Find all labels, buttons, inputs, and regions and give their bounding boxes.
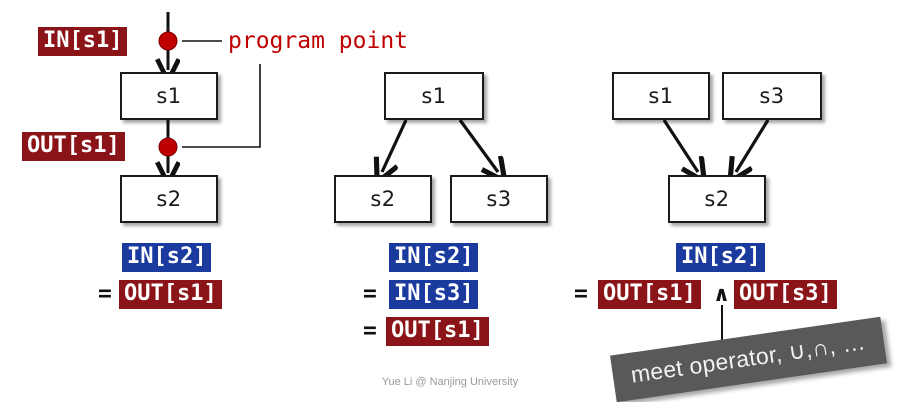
meet-operator-symbol: ∧ [713, 282, 731, 306]
node-s2-col2[interactable]: s2 [334, 175, 432, 223]
equation-col3-line2-term-a: OUT[s1] [598, 280, 701, 310]
equation-col1-line2-term: OUT[s1] [119, 280, 222, 310]
program-point-annotation: program point [228, 28, 409, 54]
edge-col2-s1-to-s3 [458, 119, 498, 172]
equation-col2-line3-term: OUT[s1] [386, 317, 489, 347]
equation-col3-line2-term-b: OUT[s3] [734, 280, 837, 310]
node-s1-col3[interactable]: s1 [612, 72, 710, 120]
equation-col2-line1-term: IN[s2] [389, 243, 479, 273]
edge-col3-s3-to-s2 [736, 119, 770, 172]
edge-col2-s1-to-s2 [382, 119, 408, 172]
chip-in-s1: IN[s1] [38, 27, 128, 57]
node-s3-col2[interactable]: s3 [450, 175, 548, 223]
node-s2-col3[interactable]: s2 [668, 175, 766, 223]
program-point-dot-out-s1 [158, 137, 178, 157]
chip-out-s1: OUT[s1] [22, 132, 125, 162]
program-point-dot-in-s1 [158, 31, 178, 51]
node-s2-col1[interactable]: s2 [120, 175, 218, 223]
equation-col1-line2-sign: = [98, 281, 112, 307]
equation-col2-line2-sign: = [363, 281, 377, 307]
equation-col3-line2-sign: = [574, 281, 588, 307]
equation-col1-line1-term: IN[s2] [122, 243, 212, 273]
node-s1-col2[interactable]: s1 [384, 72, 484, 120]
slide-footer: Yue Li @ Nanjing University [381, 376, 519, 388]
equation-col2-line2-term: IN[s3] [389, 280, 479, 310]
equation-col3-line1-term: IN[s2] [676, 243, 766, 273]
equation-col2-line3-sign: = [363, 318, 377, 344]
node-s3-col3[interactable]: s3 [722, 72, 822, 120]
node-s1-col1[interactable]: s1 [120, 72, 218, 120]
edge-col3-s1-to-s2 [662, 119, 698, 172]
meet-operator-callout: meet operator, ∪,∩, … [610, 316, 887, 402]
